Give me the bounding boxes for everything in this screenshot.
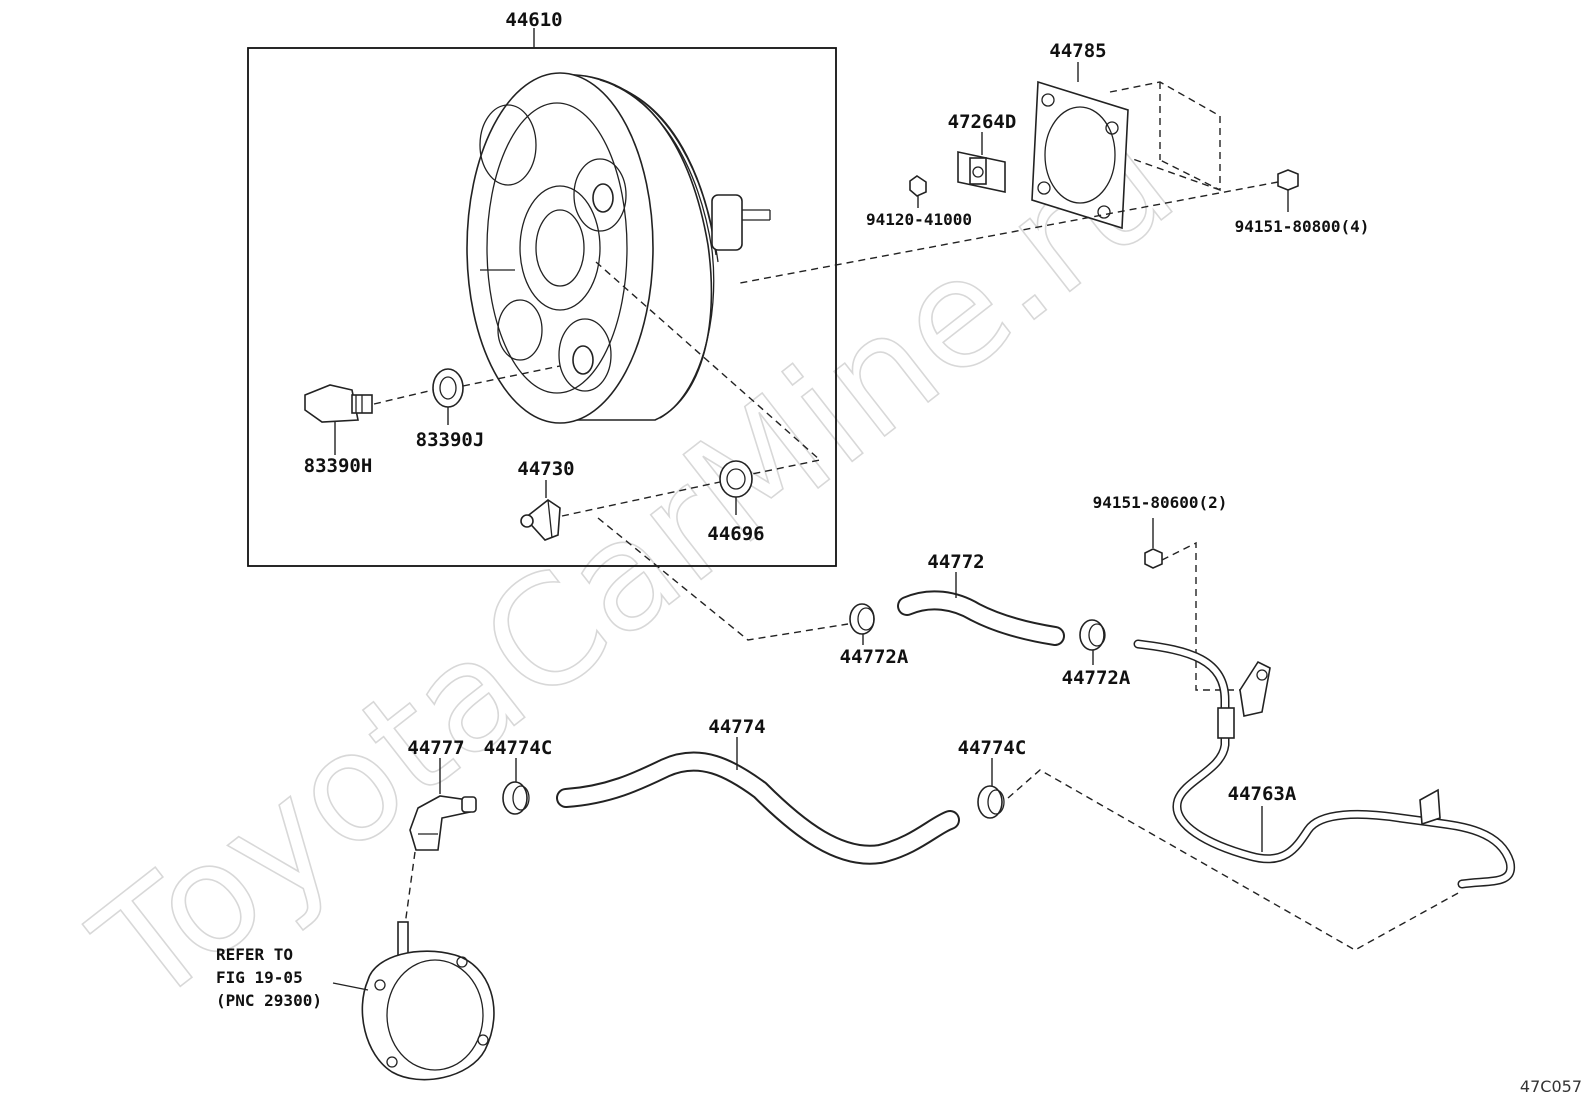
label-nut-2[interactable]: 94151-80600(2)	[1093, 493, 1228, 512]
label-booster[interactable]: 44610	[505, 9, 562, 31]
vacuum-pipe-part[interactable]	[1133, 639, 1516, 889]
pump-reference-line-3: (PNC 29300)	[216, 991, 322, 1010]
label-union[interactable]: 44777	[407, 737, 464, 759]
label-check-valve[interactable]: 44730	[517, 458, 574, 480]
union-part[interactable]	[409, 795, 477, 851]
label-upper-clip-left[interactable]: 44772A	[840, 646, 909, 668]
figure-code: 47C057	[1520, 1077, 1582, 1096]
pump-reference-line-1: REFER TO	[216, 945, 293, 964]
label-switch[interactable]: 83390H	[304, 455, 373, 477]
lower-hose-part[interactable]	[556, 751, 960, 865]
label-nut-4[interactable]: 94151-80800(4)	[1235, 217, 1370, 236]
label-upper-clip-right[interactable]: 44772A	[1062, 667, 1131, 689]
brake-booster-part[interactable]	[466, 72, 771, 424]
label-bracket[interactable]: 47264D	[948, 111, 1017, 133]
label-nut-small[interactable]: 94120-41000	[866, 210, 972, 229]
switch-grommet-part[interactable]	[432, 368, 464, 408]
label-pipe[interactable]: 44763A	[1228, 783, 1297, 805]
label-gasket[interactable]: 44785	[1049, 40, 1106, 62]
pump-reference-line-2: FIG 19-05	[216, 968, 303, 987]
bracket-part[interactable]	[957, 151, 1006, 193]
upper-clip-left-part[interactable]	[849, 603, 875, 635]
label-lower-hose[interactable]: 44774	[708, 716, 765, 738]
vacuum-pump-part	[361, 921, 495, 1081]
label-lower-clip-left[interactable]: 44774C	[484, 737, 553, 759]
nut-small-part[interactable]	[909, 175, 927, 197]
nut-2-part[interactable]	[1144, 548, 1163, 569]
lower-clip-right-part[interactable]	[977, 785, 1005, 819]
upper-hose-part[interactable]	[897, 590, 1065, 646]
vacuum-switch-part[interactable]	[304, 384, 373, 423]
upper-clip-right-part[interactable]	[1079, 619, 1106, 651]
booster-assembly-frame	[247, 47, 837, 567]
label-valve-grommet[interactable]: 44696	[707, 523, 764, 545]
label-upper-hose[interactable]: 44772	[927, 551, 984, 573]
label-lower-clip-right[interactable]: 44774C	[958, 737, 1027, 759]
valve-grommet-part[interactable]	[719, 460, 753, 498]
gasket-part[interactable]	[1031, 80, 1129, 230]
label-switch-grommet[interactable]: 83390J	[416, 429, 485, 451]
lower-clip-left-part[interactable]	[502, 781, 530, 815]
nut-4-part[interactable]	[1277, 169, 1299, 191]
check-valve-part[interactable]	[520, 499, 561, 541]
